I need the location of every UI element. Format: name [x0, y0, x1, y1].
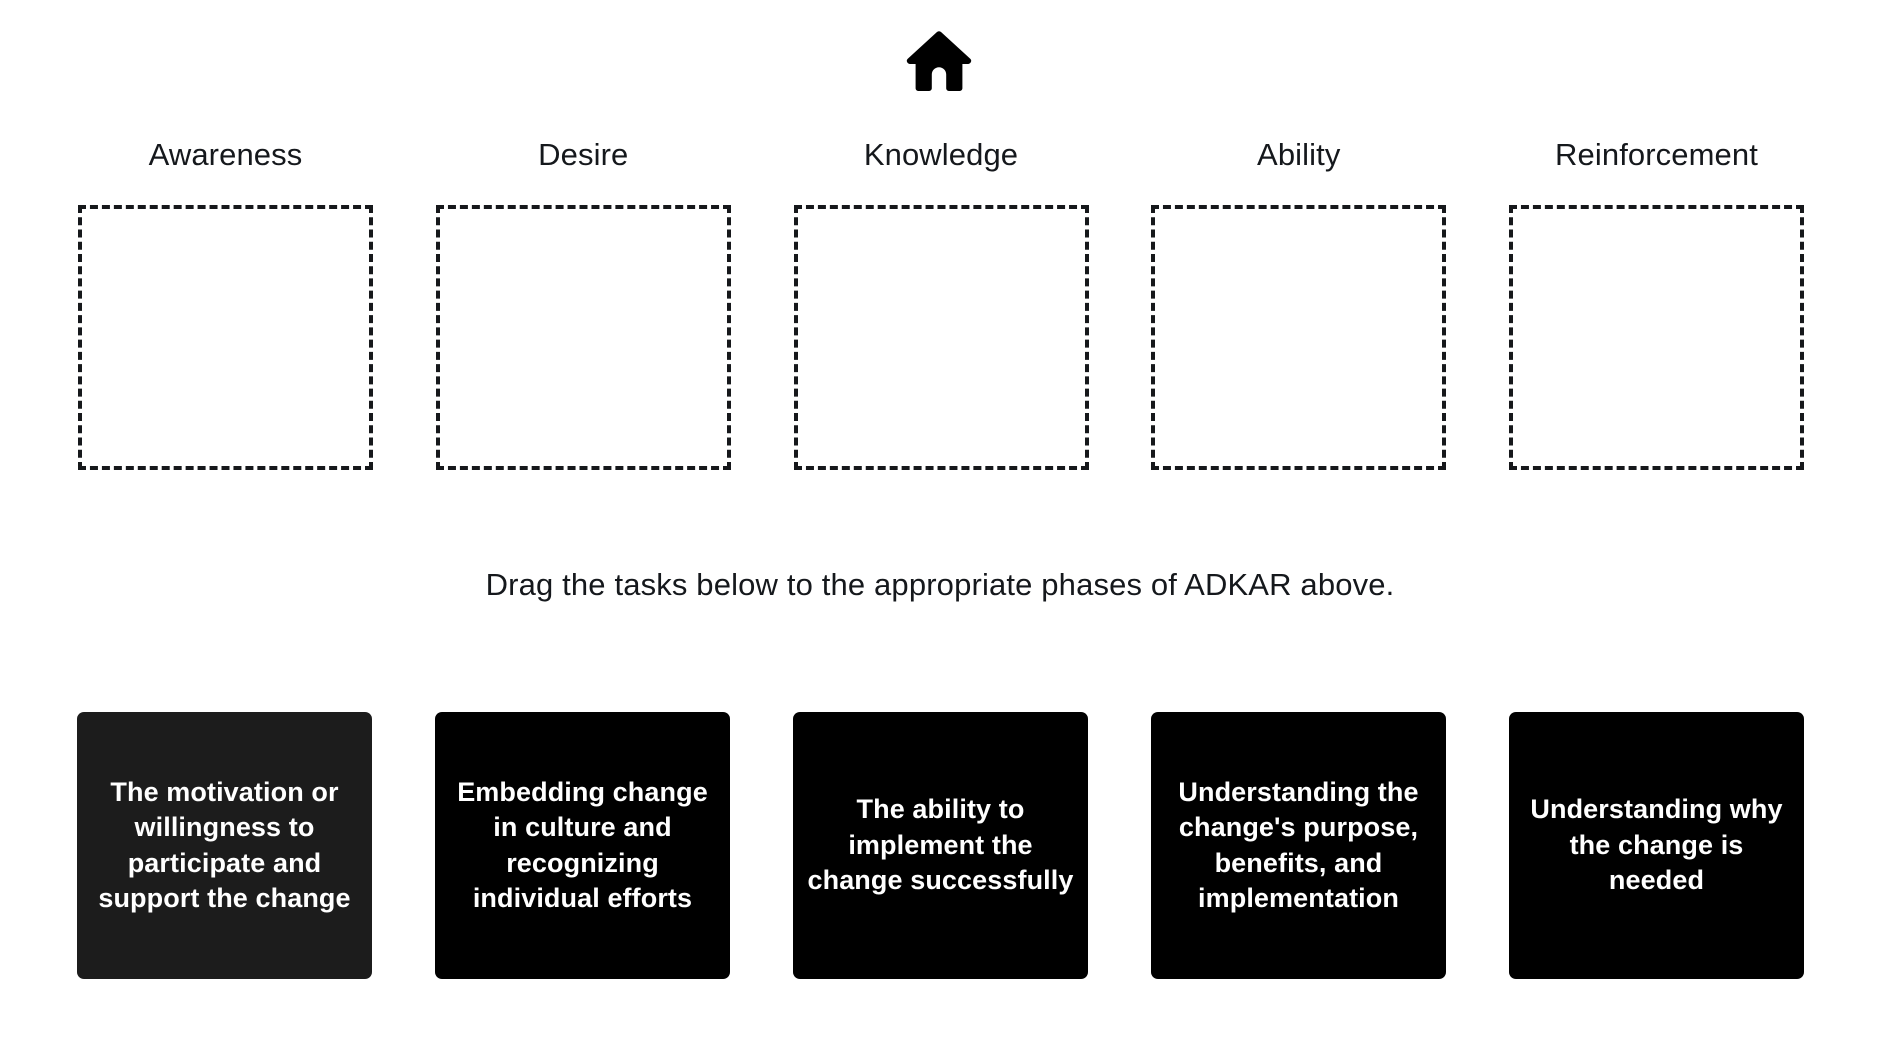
task-card-label: The motivation or willingness to partici… [98, 776, 351, 914]
home-icon[interactable] [893, 24, 985, 98]
phase-label-ability: Ability [1257, 137, 1341, 172]
task-card-list: The motivation or willingness to partici… [77, 712, 1804, 979]
dropzone-awareness[interactable] [78, 205, 373, 470]
instruction-text: Drag the tasks below to the appropriate … [485, 567, 1395, 602]
phase-column-desire: Desire [435, 136, 731, 470]
task-card[interactable]: Understanding the change's purpose, bene… [1151, 712, 1446, 979]
phase-columns: Awareness Desire Knowledge Ability Reinf… [78, 136, 1804, 474]
home-icon-glyph [906, 31, 972, 91]
task-card-label: Understanding why the change is needed [1530, 794, 1783, 896]
dropzone-ability[interactable] [1151, 205, 1447, 470]
task-card[interactable]: The ability to implement the change succ… [793, 712, 1088, 979]
phase-label-knowledge: Knowledge [863, 137, 1019, 172]
phase-label-awareness: Awareness [148, 137, 303, 172]
phase-column-reinforcement: Reinforcement [1509, 136, 1804, 470]
task-card[interactable]: Embedding change in culture and recogniz… [435, 712, 730, 979]
dropzone-desire[interactable] [435, 205, 731, 470]
phase-column-awareness: Awareness [78, 136, 373, 470]
dropzone-knowledge[interactable] [793, 205, 1089, 470]
task-card-label: The ability to implement the change succ… [807, 794, 1074, 896]
task-card-label: Understanding the change's purpose, bene… [1178, 776, 1419, 914]
task-card[interactable]: Understanding why the change is needed [1509, 712, 1804, 979]
phase-column-knowledge: Knowledge [793, 136, 1089, 470]
dropzone-reinforcement[interactable] [1509, 205, 1804, 470]
task-card[interactable]: The motivation or willingness to partici… [77, 712, 372, 979]
phase-label-desire: Desire [538, 137, 629, 172]
phase-column-ability: Ability [1151, 136, 1447, 470]
task-card-label: Embedding change in culture and recogniz… [457, 776, 708, 914]
phase-label-reinforcement: Reinforcement [1555, 137, 1758, 172]
